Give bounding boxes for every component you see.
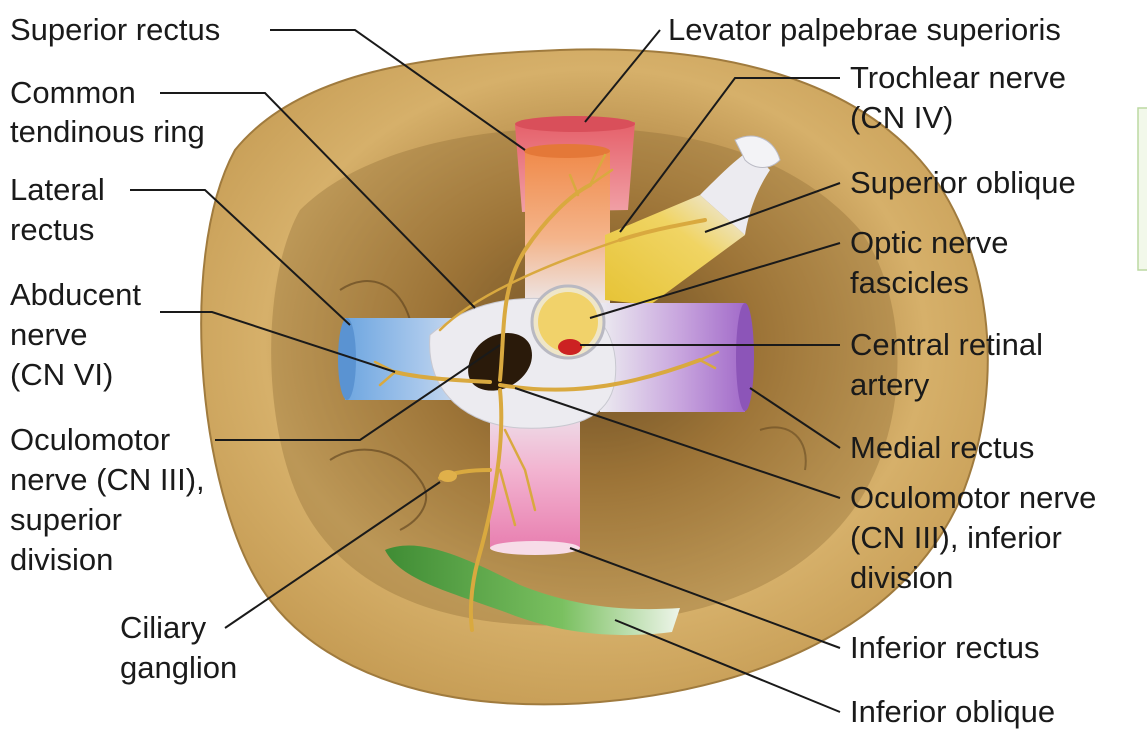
label-oculomotor-sup-line3: superior <box>10 502 122 537</box>
label-abducent-line1: Abducent <box>10 277 141 312</box>
central-retinal-artery-mark <box>558 339 582 355</box>
label-medial-rectus: Medial rectus <box>850 430 1034 465</box>
label-common-ring-line1: Common <box>10 75 136 110</box>
label-oculomotor-inf-line3: division <box>850 560 953 595</box>
label-abducent-line2: nerve <box>10 317 88 352</box>
label-oculomotor-sup-line1: Oculomotor <box>10 422 170 457</box>
label-inferior-oblique: Inferior oblique <box>850 694 1055 729</box>
label-optic-line2: fascicles <box>850 265 969 300</box>
optic-nerve <box>532 286 604 358</box>
label-levator-palpebrae: Levator palpebrae superioris <box>668 12 1061 47</box>
label-common-ring-line2: tendinous ring <box>10 114 205 149</box>
label-central-retinal-line1: Central retinal <box>850 327 1043 362</box>
medial-rectus-muscle <box>600 303 754 412</box>
label-oculomotor-sup-line4: division <box>10 542 113 577</box>
label-abducent-line3: (CN VI) <box>10 357 113 392</box>
label-optic-line1: Optic nerve <box>850 225 1009 260</box>
label-central-retinal-line2: artery <box>850 367 930 402</box>
label-oculomotor-inf-line1: Oculomotor nerve <box>850 480 1096 515</box>
edge-box <box>1138 108 1147 270</box>
label-lateral-rectus-line1: Lateral <box>10 172 105 207</box>
label-ciliary-line2: ganglion <box>120 650 237 685</box>
label-oculomotor-inf-line2: (CN III), inferior <box>850 520 1062 555</box>
label-superior-oblique: Superior oblique <box>850 165 1076 200</box>
label-trochlear-line1: Trochlear nerve <box>850 60 1066 95</box>
ciliary-ganglion <box>439 470 457 482</box>
label-inferior-rectus: Inferior rectus <box>850 630 1040 665</box>
label-ciliary-line1: Ciliary <box>120 610 207 645</box>
label-trochlear-line2: (CN IV) <box>850 100 953 135</box>
label-oculomotor-sup-line2: nerve (CN III), <box>10 462 205 497</box>
label-superior-rectus: Superior rectus <box>10 12 220 47</box>
label-lateral-rectus-line2: rectus <box>10 212 94 247</box>
